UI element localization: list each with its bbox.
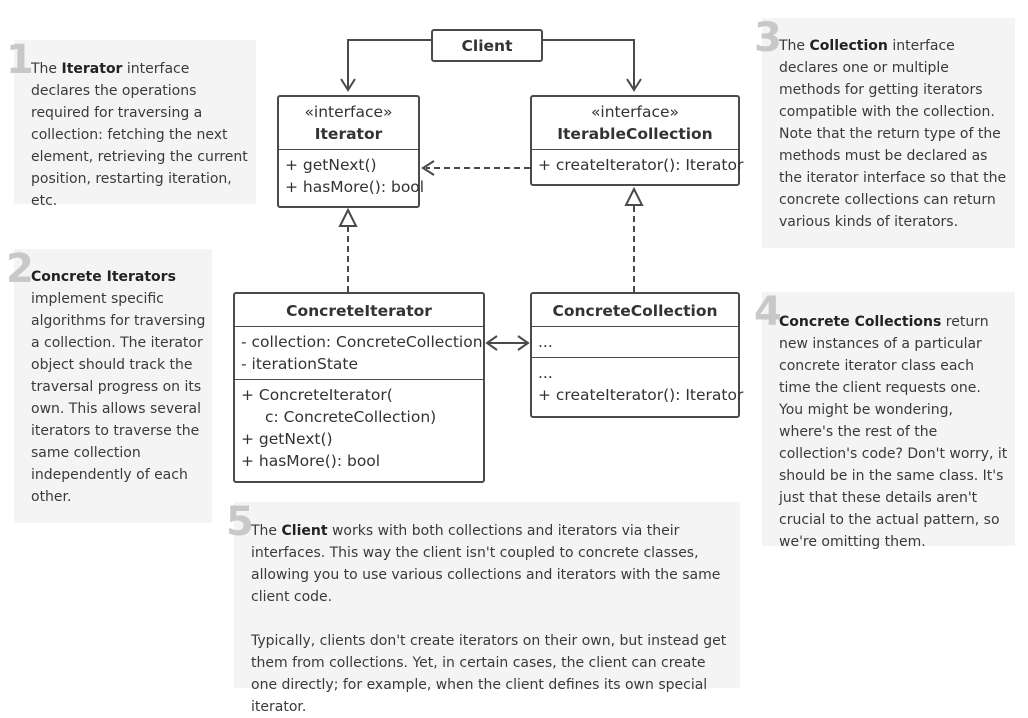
field: - collection: ConcreteCollection [241,333,483,351]
note-text: The Collection interface declares one or… [779,38,1007,230]
method: + hasMore(): bool [241,452,381,470]
arrowhead-dependency [421,160,435,176]
note-number: 3 [754,15,782,61]
arrowhead-assoc-right [517,335,530,351]
concrete-iterator-class: ConcreteIterator - collection: ConcreteC… [233,292,485,483]
note-iterator: 1 The Iterator interface declares the op… [6,40,256,209]
method: + createIterator(): Iterator [538,156,744,174]
iterator-name: Iterator [314,125,383,143]
iterator-interface: «interface» Iterator + getNext() + hasMo… [277,95,425,208]
method: ... [538,364,553,382]
realization-triangle-iterator [338,207,358,227]
field: ... [538,333,553,351]
iterable-collection-interface: «interface» IterableCollection + createI… [530,95,744,186]
note-client: 5 The Client works with both collections… [226,502,740,715]
note-text: The Client works with both collections a… [251,523,727,715]
method: + createIterator(): Iterator [538,386,744,404]
iterable-name: IterableCollection [557,125,713,143]
note-number: 5 [226,499,254,545]
method: + getNext() [285,156,377,174]
note-concrete-iterators: 2 Concrete Iterators implement specific … [6,249,212,523]
concrete-iterator-name: ConcreteIterator [286,302,432,320]
client-to-collection-arrow [541,39,635,88]
method: + hasMore(): bool [285,178,425,196]
concrete-collection-class: ConcreteCollection ... ... + createItera… [530,292,744,418]
client-name: Client [461,37,513,55]
realization-triangle-collection [624,186,644,206]
stereotype-label: «interface» [590,103,680,121]
arrowhead-collection [626,78,642,92]
note-text: The Iterator interface declares the oper… [31,61,248,209]
concrete-collection-name: ConcreteCollection [552,302,718,320]
client-to-iterator-arrow [347,39,432,88]
note-number: 1 [6,37,34,83]
note-collection: 3 The Collection interface declares one … [754,18,1015,248]
field: - iterationState [241,355,359,373]
method-param: c: ConcreteCollection) [265,408,437,426]
stereotype-label: «interface» [304,103,393,121]
arrowhead-iterator [340,78,356,92]
note-number: 4 [754,289,782,335]
note-text: Concrete Iterators implement specific al… [31,269,206,505]
note-text: Concrete Collections return new instance… [779,314,1008,550]
method: + ConcreteIterator( [241,386,393,404]
method: + getNext() [241,430,333,448]
client-class: Client [431,29,543,62]
note-concrete-collections: 4 Concrete Collections return new instan… [754,292,1015,550]
arrowhead-assoc-left [485,335,498,351]
note-number: 2 [6,246,34,292]
